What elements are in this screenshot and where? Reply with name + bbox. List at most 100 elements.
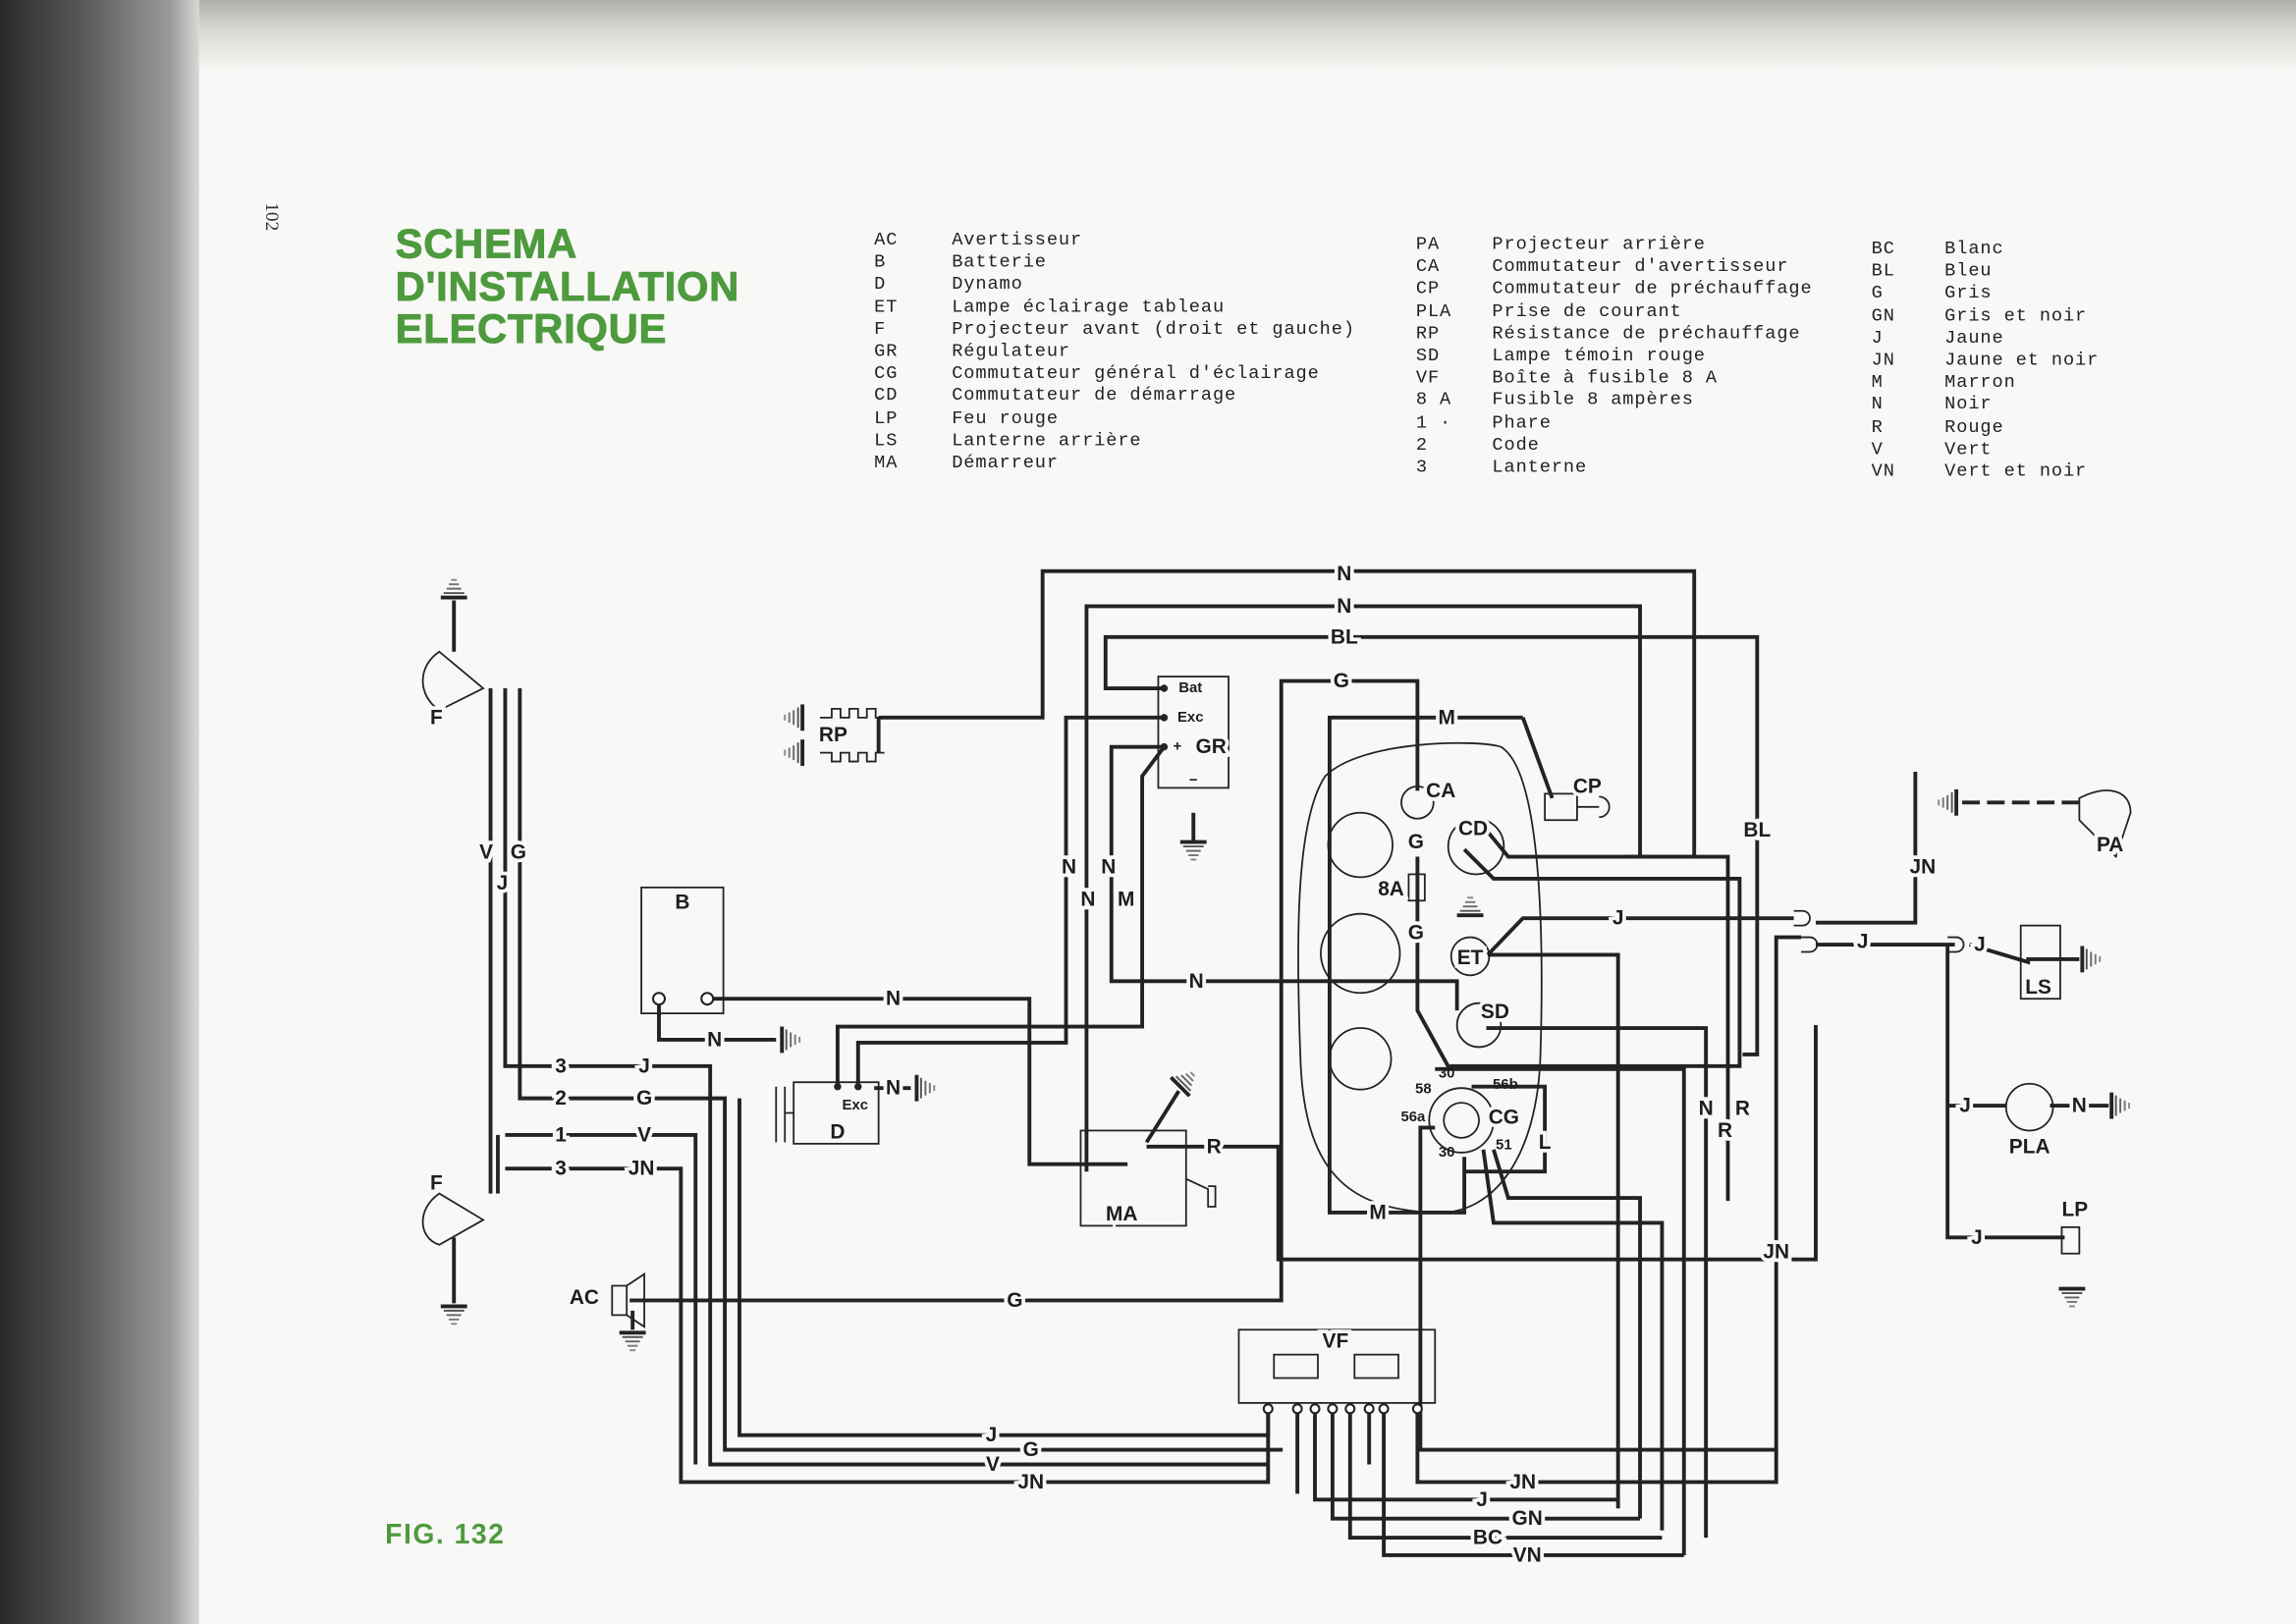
horn-icon xyxy=(611,1272,645,1328)
cg-terminal-label: 30 xyxy=(1439,1145,1455,1161)
wire-label: M xyxy=(1439,706,1455,729)
wire xyxy=(1492,1149,1642,1519)
gauge-circle xyxy=(1320,912,1401,995)
legend-label: Blanc xyxy=(1944,239,2004,259)
wire xyxy=(1815,772,1918,925)
legend-row: GN Gris et noir xyxy=(1872,305,2100,328)
legend-code: G xyxy=(1871,283,1884,304)
cg-terminal-label: 51 xyxy=(1496,1137,1512,1153)
wire xyxy=(1313,1413,1618,1502)
wire-label: J xyxy=(497,872,509,894)
label-SD: SD xyxy=(1481,1001,1509,1023)
wire-label: G xyxy=(1408,831,1424,853)
label-RP: RP xyxy=(819,724,847,746)
socket-icon xyxy=(2004,1082,2054,1132)
wire-label: G xyxy=(1408,922,1424,945)
wire xyxy=(1415,1413,1778,1485)
legend-label: Commutateur d'avertisseur xyxy=(1492,256,1789,278)
legend-label: Lampe témoin rouge xyxy=(1492,345,1706,366)
wire xyxy=(1481,1149,1665,1531)
title-line: SCHEMA xyxy=(395,221,578,267)
legend-code: SD xyxy=(1415,345,1441,366)
legend-row: SD Lampe témoin rouge xyxy=(1416,346,1813,368)
wire-label: N xyxy=(1080,888,1095,910)
legend-label: Commutateur général d'éclairage xyxy=(952,363,1320,384)
wire xyxy=(1945,945,2065,1240)
wire xyxy=(1382,1413,1684,1557)
wire xyxy=(1330,1413,1641,1521)
starter-box xyxy=(1079,1129,1187,1227)
terminal xyxy=(1262,1403,1274,1415)
fuse-icon xyxy=(1273,1353,1319,1380)
wire-label: 1 xyxy=(555,1123,567,1146)
cg-terminal-label: 56a xyxy=(1400,1110,1426,1125)
dynamo-pulley-icon xyxy=(775,1086,794,1143)
wire-label: JN xyxy=(1509,1471,1536,1493)
wire xyxy=(505,1132,698,1465)
warning-lamp-icon xyxy=(1455,1001,1503,1049)
wire xyxy=(855,715,1165,1087)
wire-label: N xyxy=(1699,1098,1714,1120)
legend-label: Dynamo xyxy=(952,274,1023,296)
wire-label: G xyxy=(1334,670,1349,692)
wire xyxy=(1084,604,1642,1172)
terminal xyxy=(1411,1403,1423,1415)
legend-code: LS xyxy=(874,430,899,451)
figure-label: FIG. 132 xyxy=(385,1520,506,1551)
legend-label: Gris xyxy=(1944,283,1993,304)
legend-label: Boîte à fusible 8 A xyxy=(1492,367,1718,389)
terminal xyxy=(1378,1403,1390,1415)
legend-label: Bleu xyxy=(1944,260,1993,282)
legend-label: Gris et noir xyxy=(1944,305,2088,326)
legend-label: Noir xyxy=(1944,394,1993,415)
legend-code: CG xyxy=(874,363,899,384)
ground-icon xyxy=(2109,1090,2131,1121)
legend-code: BL xyxy=(1871,260,1895,282)
wire-label: N xyxy=(1337,595,1351,618)
wire-label: BL xyxy=(1743,819,1771,841)
label-F-top: F xyxy=(430,706,443,729)
wire xyxy=(657,999,777,1042)
legend-label: Régulateur xyxy=(952,341,1071,362)
horn-switch-icon xyxy=(1400,785,1435,820)
wire-label: V xyxy=(637,1123,651,1146)
label-GR: GR xyxy=(1195,735,1226,758)
fuse-8a-icon xyxy=(1407,873,1426,902)
legend-label: Vert xyxy=(1944,438,1993,460)
label-CP: CP xyxy=(1573,775,1602,797)
legend-code: AC xyxy=(874,230,899,251)
label-MA: MA xyxy=(1106,1203,1137,1225)
dashboard-outline xyxy=(1297,741,1543,1214)
terminal xyxy=(1160,684,1169,692)
gauge-circle xyxy=(1329,1027,1393,1091)
cg-terminal-label: 58 xyxy=(1415,1082,1432,1098)
legend-code: MA xyxy=(874,452,899,473)
label-PLA: PLA xyxy=(2009,1135,2050,1158)
preheat-knob-icon xyxy=(1576,795,1611,819)
wire-label: R xyxy=(1735,1098,1750,1120)
legend-label: Fusible 8 ampères xyxy=(1492,390,1694,411)
book-binding-shadow xyxy=(0,0,199,1624)
legend-code: GN xyxy=(1871,305,1895,326)
label-minus: − xyxy=(1189,773,1198,788)
regulator-box xyxy=(1157,676,1230,789)
label-CD: CD xyxy=(1458,818,1488,840)
ground-icon xyxy=(1177,839,1209,862)
legend-label: Commutateur de démarrage xyxy=(952,385,1237,406)
wire xyxy=(1449,847,1742,1068)
wire-label: N xyxy=(886,1077,901,1100)
legend-code: PLA xyxy=(1415,300,1452,322)
